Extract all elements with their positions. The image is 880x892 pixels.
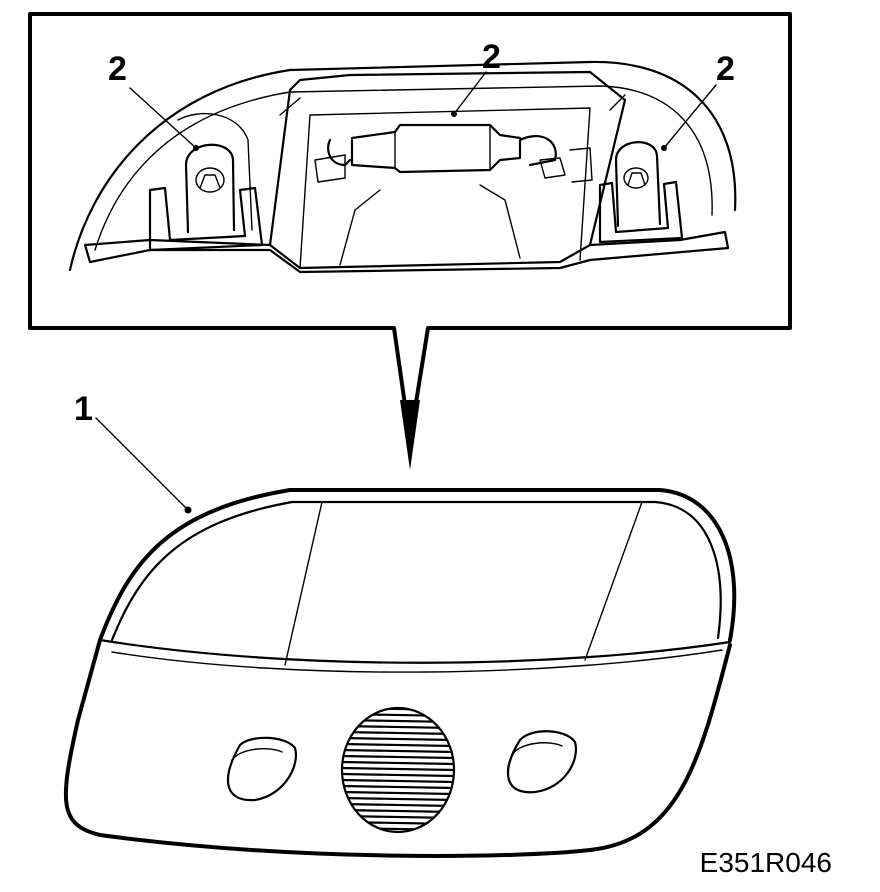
housing-front bbox=[63, 638, 732, 858]
grille-line bbox=[342, 820, 454, 826]
grille-line bbox=[342, 814, 454, 820]
lamp-housing: 1 bbox=[63, 390, 737, 858]
grille-line bbox=[342, 778, 454, 784]
bulb-icon-right bbox=[614, 141, 662, 228]
grille-line bbox=[342, 760, 454, 766]
grille-line bbox=[342, 796, 454, 802]
center-compartment bbox=[268, 70, 627, 247]
callout-housing: 1 bbox=[74, 390, 93, 428]
housing-top-outline bbox=[98, 488, 737, 642]
lens-icon bbox=[226, 736, 298, 802]
detail-inset: 2 2 2 bbox=[28, 12, 792, 470]
grille-line bbox=[342, 742, 454, 748]
grille-line bbox=[342, 808, 454, 814]
inset-frame bbox=[28, 12, 792, 442]
grille-line bbox=[342, 784, 454, 790]
bulb-icon bbox=[184, 143, 236, 234]
grille-line bbox=[342, 772, 454, 778]
leader-center bbox=[453, 71, 487, 115]
grille-line bbox=[342, 790, 454, 796]
housing-base bbox=[83, 230, 730, 274]
leader-housing bbox=[95, 417, 189, 511]
grille-line bbox=[342, 748, 454, 754]
left-bulb bbox=[148, 113, 264, 252]
grille-line bbox=[342, 712, 454, 718]
grille-line bbox=[342, 718, 454, 724]
housing-outer-curve bbox=[68, 60, 737, 272]
grille-line bbox=[342, 826, 454, 832]
grille-line bbox=[342, 754, 454, 760]
leader-left bbox=[129, 87, 197, 149]
grille-line bbox=[342, 730, 454, 736]
festoon-bulb-icon bbox=[314, 123, 593, 183]
grille-line bbox=[342, 736, 454, 742]
callout-lamp-center: 2 bbox=[482, 38, 501, 76]
callout-lamp-right: 2 bbox=[716, 50, 735, 88]
pointer-arrow bbox=[400, 400, 420, 470]
lens-icon-right bbox=[506, 730, 578, 794]
callout-lamp-left: 2 bbox=[108, 50, 127, 88]
leader-right bbox=[663, 84, 717, 149]
right-bulb bbox=[598, 141, 684, 244]
grille-icon bbox=[340, 706, 456, 834]
figure-code: E351R046 bbox=[700, 847, 832, 878]
grille-line bbox=[342, 802, 454, 808]
grille-line bbox=[342, 766, 454, 772]
